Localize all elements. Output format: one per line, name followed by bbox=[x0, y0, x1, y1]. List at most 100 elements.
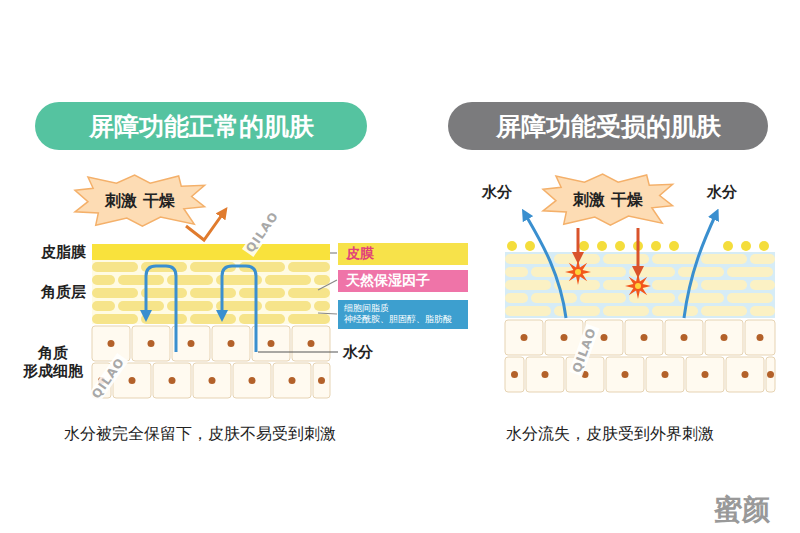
watermark: 蜜颜 bbox=[714, 493, 770, 527]
water-label: 水分 bbox=[707, 183, 737, 201]
keratinocyte-cell bbox=[153, 363, 191, 398]
corneocyte-brick bbox=[505, 280, 551, 290]
corneocyte-brick bbox=[167, 301, 213, 311]
corneocyte-brick bbox=[652, 254, 698, 264]
corneocyte-brick bbox=[629, 293, 675, 303]
keratinocyte-cell bbox=[606, 357, 644, 392]
corneocyte-brick bbox=[603, 306, 649, 316]
leader-line bbox=[318, 313, 337, 314]
cell-nucleus bbox=[511, 371, 518, 378]
cell-nucleus bbox=[318, 377, 325, 384]
sebum-dot bbox=[507, 241, 517, 251]
keratinocyte-cell bbox=[625, 320, 663, 355]
keratinocyte-cell bbox=[252, 326, 290, 361]
corneocyte-brick bbox=[701, 280, 747, 290]
keratinocyte-cell bbox=[273, 363, 311, 398]
corneocyte-brick bbox=[678, 293, 724, 303]
cell-nucleus bbox=[757, 334, 764, 341]
irritant-arrow bbox=[637, 228, 640, 272]
corneocyte-brick bbox=[118, 275, 164, 285]
corneocyte-brick bbox=[141, 288, 187, 298]
keratinocyte-cell bbox=[745, 320, 775, 355]
burst-shape bbox=[75, 175, 205, 226]
node-text: 天然保湿因子 bbox=[346, 272, 460, 290]
corneocyte-brick bbox=[727, 267, 773, 277]
node-text: 屏障功能受损的肌肤 bbox=[496, 110, 721, 143]
irritant-arrow bbox=[577, 228, 580, 258]
sebum-dot bbox=[723, 241, 733, 251]
sebum-dot bbox=[741, 241, 751, 251]
sebum-dot bbox=[651, 241, 661, 251]
irritation-star bbox=[565, 259, 591, 285]
cell-nucleus bbox=[148, 340, 155, 347]
corneocyte-brick bbox=[505, 306, 551, 316]
irritation-star bbox=[625, 273, 651, 299]
corneocyte-brick bbox=[701, 254, 747, 264]
keratinocyte-cell bbox=[505, 320, 543, 355]
corneocyte-brick bbox=[580, 293, 626, 303]
leader-line bbox=[318, 280, 337, 290]
sebum-dot bbox=[615, 241, 625, 251]
corneocyte-brick bbox=[505, 293, 528, 303]
leader-line bbox=[330, 252, 337, 253]
node-text: 屏障功能正常的肌肤 bbox=[89, 110, 314, 143]
caption-text: 水分流失，皮肤受到外界刺激 bbox=[506, 424, 714, 443]
corneocyte-brick bbox=[190, 314, 236, 324]
sebum-dot bbox=[669, 241, 679, 251]
corneocyte-brick bbox=[314, 275, 330, 285]
keratinocyte-cell bbox=[233, 363, 271, 398]
node-text: 皮膜 bbox=[346, 245, 460, 263]
keratinocyte-cell bbox=[686, 357, 724, 392]
corneocyte-brick bbox=[750, 306, 775, 316]
burst-shape bbox=[543, 174, 673, 225]
water-loss-arrow bbox=[684, 214, 716, 318]
stratum-corneum bbox=[505, 252, 775, 318]
keratinocyte-cell bbox=[726, 357, 764, 392]
skin-layers bbox=[92, 241, 775, 398]
keratinocyte-cell bbox=[705, 320, 743, 355]
cell-nucleus bbox=[129, 377, 136, 384]
keratinocyte-cell bbox=[313, 363, 330, 398]
node-text: 刺激 干燥 bbox=[105, 191, 175, 210]
corneocyte-brick bbox=[288, 262, 330, 272]
corneocyte-brick bbox=[652, 306, 698, 316]
corneocyte-brick bbox=[92, 288, 138, 298]
layer-name: 皮脂膜 bbox=[41, 243, 86, 261]
cell-nucleus bbox=[641, 334, 648, 341]
cell-nucleus bbox=[268, 340, 275, 347]
irritant-burst: 刺激 干燥 bbox=[75, 175, 205, 226]
cell-nucleus bbox=[622, 371, 629, 378]
cell-nucleus bbox=[108, 340, 115, 347]
corneocyte-brick bbox=[118, 301, 164, 311]
cell-nucleus bbox=[681, 334, 688, 341]
water-label: 水分 bbox=[343, 343, 373, 361]
corneocyte-brick bbox=[603, 254, 649, 264]
layer-name: 角质层 bbox=[41, 283, 86, 301]
corneocyte-brick bbox=[239, 314, 285, 324]
cell-nucleus bbox=[209, 377, 216, 384]
layer-key-box: 天然保湿因子 bbox=[338, 270, 468, 292]
cell-nucleus bbox=[188, 340, 195, 347]
cell-nucleus bbox=[702, 371, 709, 378]
cell-nucleus bbox=[601, 334, 608, 341]
corneocyte-brick bbox=[92, 301, 115, 311]
corneocyte-brick bbox=[678, 267, 724, 277]
corneocyte-brick bbox=[141, 314, 187, 324]
cell-nucleus bbox=[561, 334, 568, 341]
bounce-arrow bbox=[186, 212, 224, 240]
irritation-core bbox=[575, 269, 581, 275]
corneocyte-brick bbox=[92, 314, 138, 324]
corneocyte-brick bbox=[505, 267, 528, 277]
cell-nucleus bbox=[308, 340, 315, 347]
water-loss-arrow bbox=[525, 214, 566, 318]
cell-nucleus bbox=[542, 371, 549, 378]
layer-name: 角质 形成细胞 bbox=[20, 344, 86, 380]
node-text: 神经酰胺、胆固醇、脂肪酸 bbox=[344, 314, 462, 325]
corneocyte-brick bbox=[190, 288, 236, 298]
sebum-film bbox=[92, 244, 330, 260]
corneocyte-brick bbox=[531, 293, 577, 303]
keratinocyte-cell bbox=[526, 357, 564, 392]
keratinocyte-cell bbox=[193, 363, 231, 398]
water-arrow bbox=[146, 266, 176, 352]
